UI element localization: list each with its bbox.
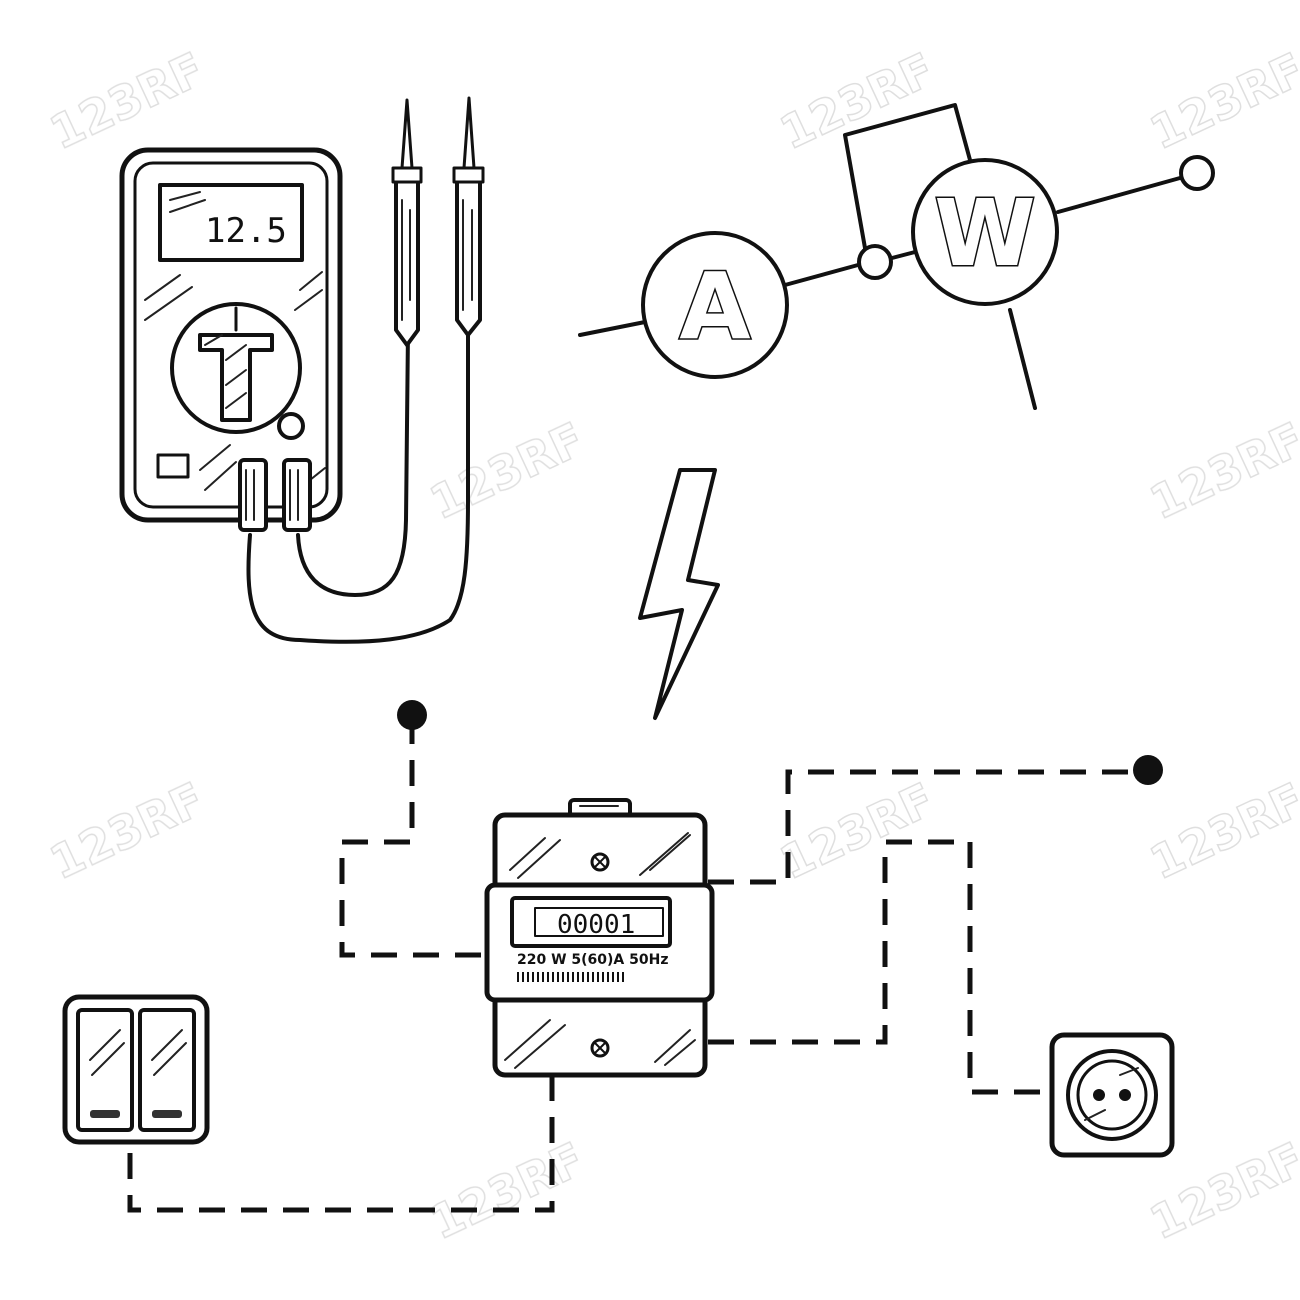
socket-pin-hole: [1119, 1089, 1131, 1101]
schematic-wire: [1008, 308, 1037, 410]
watermark-text: 123RF: [42, 42, 212, 160]
multimeter-reading: 12.5: [205, 211, 287, 251]
watermark-text: 123RF: [422, 1132, 592, 1250]
schematic-node: [857, 244, 893, 280]
wire-output: [708, 769, 1148, 885]
ammeter-symbol: [641, 231, 789, 379]
double-light-switch: [62, 994, 210, 1145]
switch-indicator-right: [152, 1110, 182, 1118]
schematic-wire: [843, 103, 972, 250]
watermark-text: 123RF: [772, 772, 942, 890]
watermark-text: 123RF: [1142, 42, 1300, 160]
switch-key-left: [76, 1008, 134, 1132]
socket-pin-hole: [1093, 1089, 1105, 1101]
energy-meter: 00001 220 W 5(60)A 50Hz: [484, 798, 715, 1078]
switch-key-right: [138, 1008, 196, 1132]
multimeter-indicator: [156, 453, 190, 479]
schematic-wire: [783, 263, 860, 287]
test-probe-left: [391, 98, 423, 347]
multimeter-button: [277, 412, 305, 440]
watermark-text: 123RF: [1142, 412, 1300, 530]
wattmeter-letter: W: [934, 180, 1035, 287]
wire-socket: [708, 839, 1052, 1095]
watermark-text: 123RF: [42, 772, 212, 890]
wire-switch: [127, 1075, 555, 1213]
supply-terminal-dot: [397, 700, 427, 730]
schematic-wire: [890, 250, 917, 260]
output-terminal-dot: [1133, 755, 1163, 785]
switch-indicator-left: [90, 1110, 120, 1118]
multimeter-shading: [144, 271, 326, 491]
multimeter-bezel: [133, 161, 329, 509]
meter-counter-box: [534, 907, 664, 937]
wire-supply: [339, 718, 490, 958]
meter-barcode: [517, 972, 624, 982]
socket-ring: [1066, 1049, 1158, 1141]
meter-counter: 00001: [557, 910, 635, 940]
lightning-bolt-icon: [638, 468, 720, 720]
socket-well: [1076, 1059, 1148, 1131]
meter-schematic: A W: [578, 103, 1215, 410]
watermark-text: 123RF: [772, 42, 942, 160]
probe-cable-inner: [296, 328, 410, 597]
ammeter-letter: A: [679, 253, 750, 360]
meter-spec-label: 220 W 5(60)A 50Hz: [517, 952, 669, 968]
watermark-text: 123RF: [422, 412, 592, 530]
schematic-wire: [578, 320, 647, 337]
selector-pointer: [198, 333, 274, 422]
power-socket: [1049, 1032, 1175, 1158]
meter-shading: [504, 832, 696, 1069]
watermark-text: 123RF: [1142, 772, 1300, 890]
wattmeter-symbol: [911, 158, 1059, 306]
schematic-terminal: [1179, 155, 1215, 191]
schematic-wire: [1056, 176, 1182, 214]
dashed-wiring: [127, 718, 1148, 1213]
probe-cable-outer: [246, 318, 470, 644]
test-probe-right: [452, 96, 485, 337]
multimeter: 12.5: [119, 96, 485, 644]
multimeter-display: [158, 183, 304, 262]
